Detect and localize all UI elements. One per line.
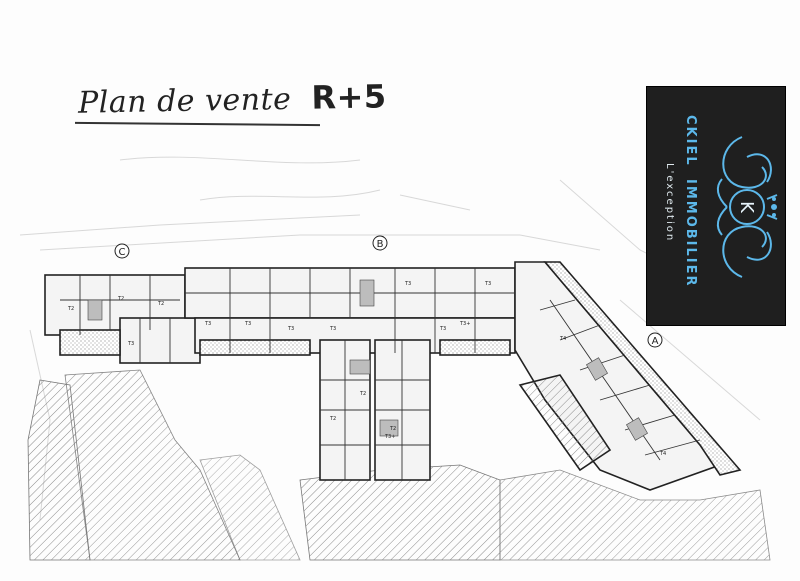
wing-marker-a-label: A xyxy=(652,336,659,347)
unit-label: T3 xyxy=(484,281,491,287)
unit-label: T3+ xyxy=(459,321,470,327)
unit-label: T3 xyxy=(127,341,134,347)
unit-label: T3+ xyxy=(384,434,395,440)
wing-marker-c-label: C xyxy=(119,247,126,258)
unit-label: T2 xyxy=(389,426,396,432)
interior-walls xyxy=(60,268,701,480)
wing-c xyxy=(44,274,201,364)
wing-a xyxy=(514,261,742,491)
agency-logo-card: K CKIEL IMMOBILIER L'exception xyxy=(646,86,786,326)
neighbour-hatched-areas xyxy=(27,369,771,561)
stair-blocks xyxy=(87,279,648,441)
wing-marker-b: B xyxy=(372,235,388,251)
unit-label: T2 xyxy=(157,301,164,307)
unit-label: T2 xyxy=(329,416,336,422)
unit-label: T2 xyxy=(117,296,124,302)
brand-text: CKIEL IMMOBILIER L'exception xyxy=(664,115,698,288)
unit-label: T3 xyxy=(404,281,411,287)
unit-label: T2 xyxy=(67,306,74,312)
unit-label: T3 xyxy=(204,321,211,327)
unit-label: T3 xyxy=(287,326,294,332)
monogram: K xyxy=(736,201,757,214)
ornament-icon: K xyxy=(716,136,778,278)
unit-label: T4 xyxy=(559,336,566,342)
brand-name-right: IMMOBILIER xyxy=(683,179,698,288)
unit-label: T4 xyxy=(659,451,666,457)
brand-tagline: L'exception xyxy=(664,163,675,242)
unit-label: T3 xyxy=(329,326,336,332)
wing-marker-b-label: B xyxy=(377,239,384,250)
unit-label: T3 xyxy=(244,321,251,327)
wing-markers: C B A xyxy=(114,235,663,348)
site-context-lines xyxy=(19,156,781,521)
unit-label: T2 xyxy=(359,391,366,397)
wing-marker-c: C xyxy=(114,243,130,259)
wing-marker-a: A xyxy=(647,332,663,348)
unit-label: T3 xyxy=(439,326,446,332)
brand-name-left: CKIEL xyxy=(683,115,698,167)
